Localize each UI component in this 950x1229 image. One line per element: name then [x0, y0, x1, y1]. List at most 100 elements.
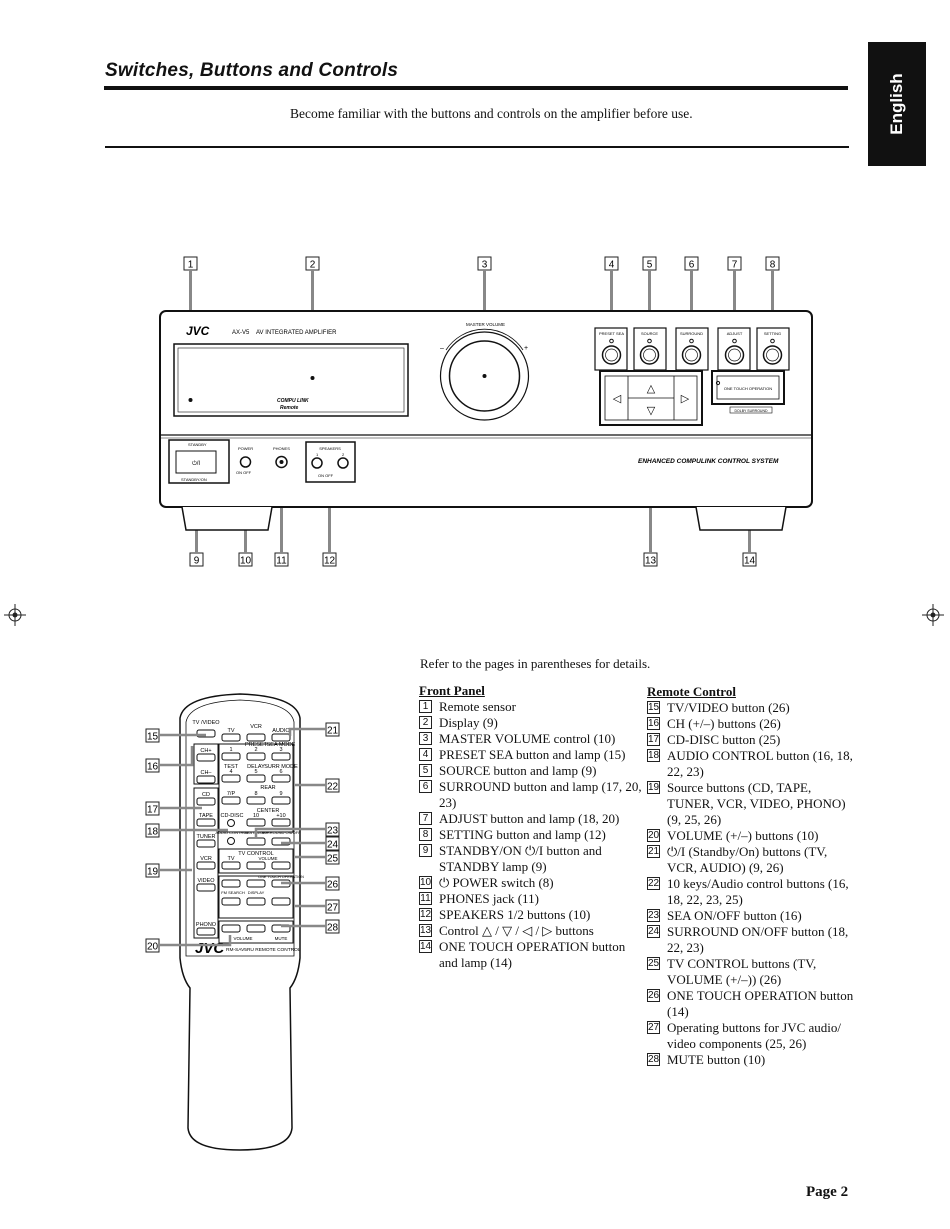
registration-mark-right: [922, 604, 944, 626]
callout-10: 10: [240, 556, 252, 567]
front-panel-heading: Front Panel: [419, 683, 485, 698]
svg-text:9: 9: [279, 791, 282, 797]
intro-text: Become familiar with the buttons and con…: [290, 106, 693, 121]
callout-14: 14: [744, 556, 756, 567]
svg-text:16: 16: [147, 762, 159, 773]
svg-text:STANDBY: STANDBY: [188, 442, 207, 447]
svg-text:25: 25: [327, 854, 339, 865]
svg-text:26: 26: [327, 880, 339, 891]
svg-text:ADJUST: ADJUST: [727, 331, 743, 336]
svg-text:10: 10: [253, 813, 259, 819]
svg-text:18: 18: [147, 827, 159, 838]
compulink-logo: COMPU LINK: [277, 398, 309, 404]
svg-text:24: 24: [327, 840, 339, 851]
one-touch-label: ONE TOUCH OPERATION: [724, 386, 772, 391]
remote-badge: Remote: [280, 405, 299, 411]
svg-text:+10: +10: [276, 813, 285, 819]
svg-text:27: 27: [327, 903, 339, 914]
svg-text:SURR MODE: SURR MODE: [264, 764, 298, 770]
remote-control-heading: Remote Control: [647, 684, 736, 699]
svg-text:△: △: [647, 383, 656, 395]
svg-text:VOLUME: VOLUME: [258, 856, 277, 861]
svg-text:VIDEO: VIDEO: [197, 878, 215, 884]
svg-text:4: 4: [229, 769, 232, 775]
svg-text:POWER: POWER: [238, 446, 253, 451]
svg-text:22: 22: [327, 782, 339, 793]
svg-text:3: 3: [279, 747, 282, 753]
callout-9: 9: [194, 556, 200, 567]
svg-text:SOURCE: SOURCE: [641, 331, 658, 336]
svg-text:⏻/I: ⏻/I: [192, 460, 200, 467]
svg-text:20: 20: [147, 942, 159, 953]
svg-text:6: 6: [279, 769, 282, 775]
remote-control-diagram: TV /VIDEO TV VCR AUDIO CH+ CH– 1 PRESET2…: [145, 693, 340, 1151]
svg-text:CH+: CH+: [200, 748, 211, 754]
callout-11: 11: [276, 556, 287, 567]
svg-text:17: 17: [147, 805, 159, 816]
svg-text:–: –: [440, 345, 444, 352]
svg-text:2: 2: [342, 452, 345, 457]
svg-text:19: 19: [147, 867, 159, 878]
svg-text:15: 15: [147, 732, 159, 743]
callout-2: 2: [310, 260, 316, 271]
svg-text:CH–: CH–: [200, 770, 212, 776]
intro-rule: [105, 146, 849, 148]
list-item: 10⏻ POWER switch (8): [419, 875, 554, 890]
svg-text:+: +: [524, 345, 528, 352]
svg-text:7/P: 7/P: [227, 791, 236, 797]
svg-text:23: 23: [327, 826, 339, 837]
callout-12: 12: [324, 556, 336, 567]
svg-text:28: 28: [327, 923, 339, 934]
callout-5: 5: [647, 260, 653, 271]
callout-6: 6: [689, 260, 695, 271]
svg-text:VOLUME: VOLUME: [233, 936, 252, 941]
svg-text:5: 5: [254, 769, 257, 775]
svg-text:REAR: REAR: [260, 785, 275, 791]
svg-text:SURROUND: SURROUND: [680, 331, 703, 336]
svg-text:ONE TOUCH OPERATION: ONE TOUCH OPERATION: [258, 875, 304, 879]
remote-callouts: 15 16 17 18 19 20 21 22 23 24 25 26 27 2…: [145, 722, 340, 953]
svg-text:DELAY: DELAY: [247, 764, 265, 770]
svg-text:TAPE: TAPE: [199, 813, 213, 819]
svg-text:1: 1: [316, 452, 319, 457]
svg-text:TV /VIDEO: TV /VIDEO: [192, 720, 220, 726]
svg-text:SEA MODE: SEA MODE: [267, 742, 296, 748]
svg-text:VCR: VCR: [250, 724, 262, 730]
language-tab-label: English: [887, 73, 906, 135]
svg-text:PRESET: PRESET: [245, 742, 268, 748]
svg-text:TUNER: TUNER: [197, 834, 216, 840]
svg-text:FM SEARCH: FM SEARCH: [221, 890, 245, 895]
svg-text:TV: TV: [227, 728, 234, 734]
svg-text:SETTING: SETTING: [764, 331, 781, 336]
svg-text:PHONO: PHONO: [196, 922, 217, 928]
svg-text:2: 2: [254, 747, 257, 753]
list-item: 21⏻/I (Standby/On) buttons (TV, VCR, AUD…: [647, 844, 828, 875]
svg-text:AUDIO: AUDIO: [272, 728, 290, 734]
callout-13: 13: [645, 556, 657, 567]
language-tab: English: [868, 42, 926, 166]
callout-7: 7: [732, 260, 738, 271]
svg-text:1: 1: [229, 747, 232, 753]
svg-text:CD: CD: [202, 792, 210, 798]
remote-model: RM-SAV5RU REMOTE CONTROL: [226, 947, 301, 953]
remote-brand: JVC: [195, 940, 225, 957]
svg-text:▷: ▷: [681, 393, 690, 405]
